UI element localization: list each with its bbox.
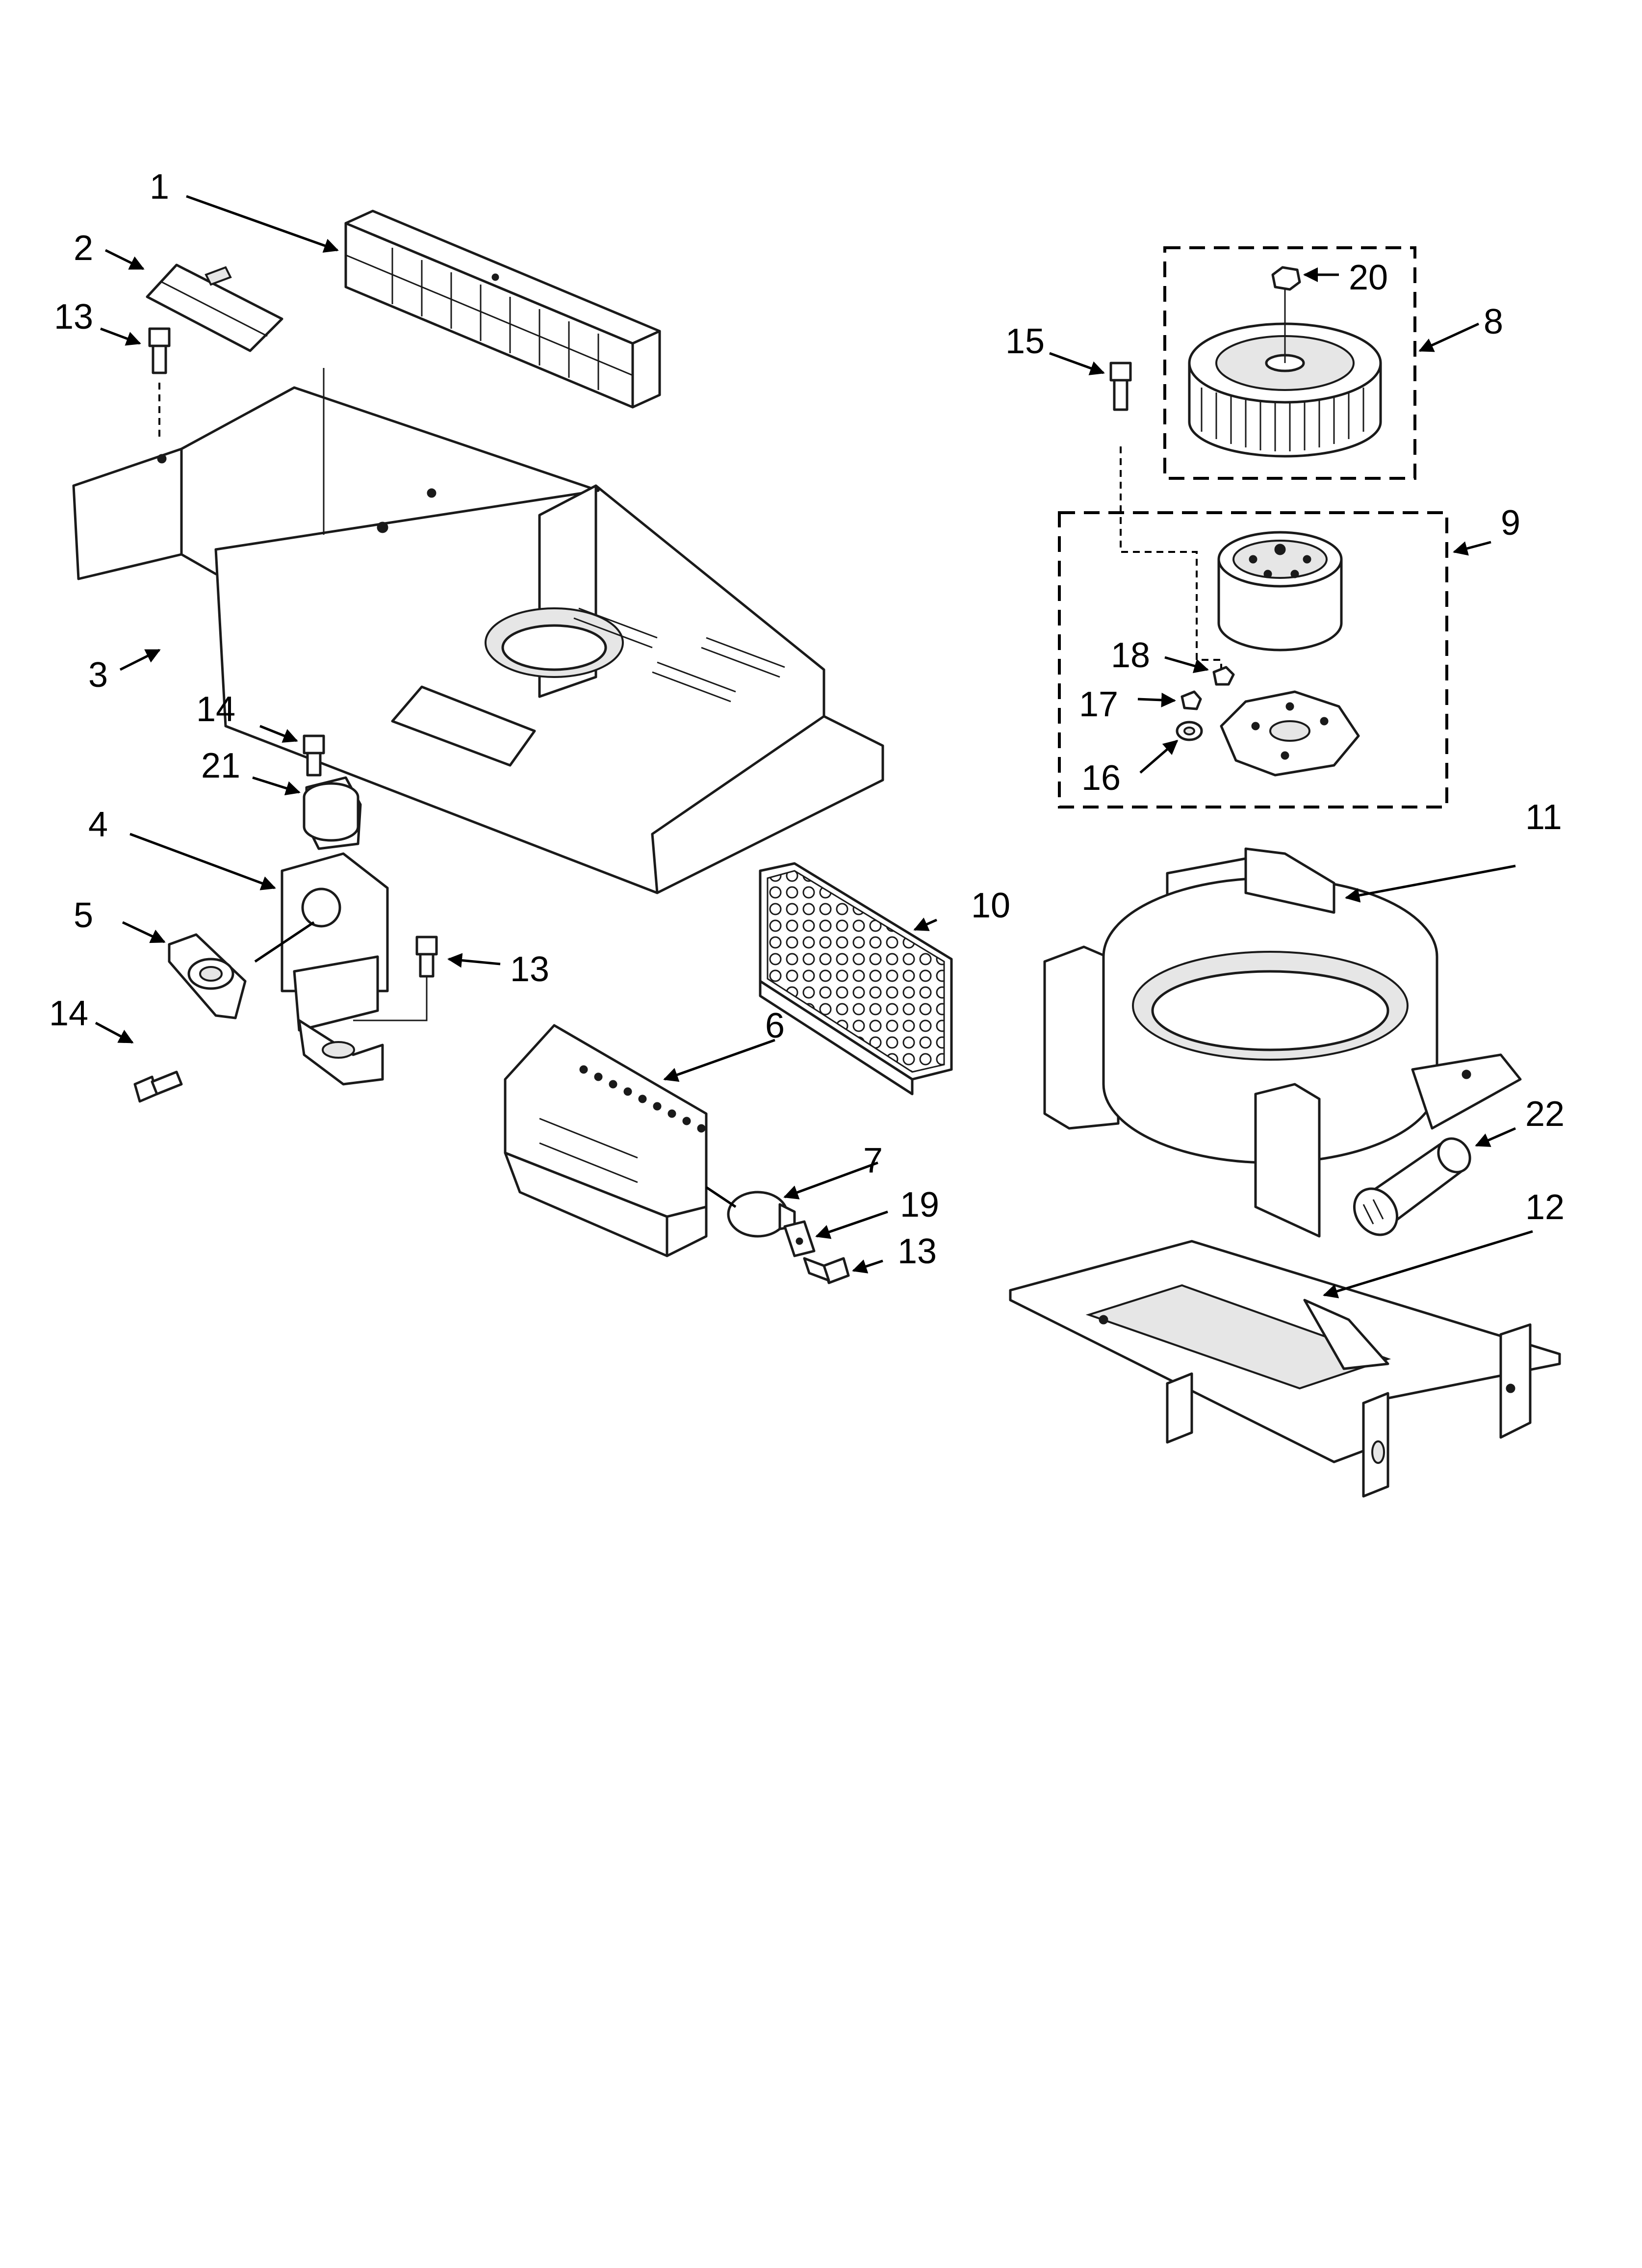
part-6-light-bracket — [504, 1024, 708, 1257]
callout-14-upper: 14 — [196, 690, 235, 729]
callout-7: 7 — [863, 1141, 883, 1180]
callout-19: 19 — [900, 1185, 939, 1225]
part-18-nut — [1212, 666, 1235, 686]
part-1-vent-louver — [344, 209, 661, 409]
part-14-screw-upper — [303, 734, 325, 777]
part-9-motor-assembly — [1058, 446, 1448, 808]
part-11-blower-housing — [1043, 847, 1522, 1238]
callout-22: 22 — [1525, 1095, 1565, 1134]
callout-12: 12 — [1525, 1188, 1565, 1227]
callout-1: 1 — [150, 167, 169, 207]
part-19-clip — [783, 1220, 816, 1257]
part-10-filter-grille — [759, 862, 953, 1095]
part-14-screw-lower — [133, 1070, 183, 1103]
part-16-washer — [1176, 721, 1203, 741]
callout-21: 21 — [201, 746, 240, 785]
callout-10: 10 — [971, 886, 1010, 925]
part-13-screw-middle — [353, 936, 438, 1021]
part-4-bracket — [281, 852, 389, 1086]
part-20-nut — [1271, 266, 1301, 291]
callout-15: 15 — [1005, 322, 1045, 361]
callout-labels: 1 2 13 3 14 21 4 5 13 14 6 7 19 13 10 20… — [49, 167, 1565, 1271]
callout-5: 5 — [74, 896, 93, 935]
callout-18: 18 — [1111, 636, 1150, 675]
part-5-thermostat — [168, 921, 315, 1019]
callout-2: 2 — [74, 229, 93, 268]
part-13-screw-top-left — [148, 327, 171, 442]
callout-3: 3 — [88, 655, 108, 695]
part-12-base-plate — [1009, 1240, 1561, 1498]
callout-6: 6 — [765, 1006, 785, 1045]
part-7-bulb — [705, 1186, 796, 1238]
leader-lines — [95, 195, 1533, 1299]
callout-16: 16 — [1081, 758, 1121, 798]
callout-4: 4 — [88, 805, 108, 844]
callout-20: 20 — [1349, 258, 1388, 297]
part-15-screw — [1109, 362, 1132, 411]
part-22-capacitor — [1353, 1137, 1471, 1236]
callout-13-top: 13 — [54, 297, 93, 337]
callout-9: 9 — [1501, 503, 1520, 543]
part-21-thermostat-disc — [303, 776, 362, 850]
callout-8: 8 — [1484, 302, 1503, 341]
callout-17: 17 — [1079, 685, 1118, 724]
part-2-deflector — [146, 263, 283, 352]
part-17-nut — [1180, 690, 1202, 710]
callout-13-middle: 13 — [510, 950, 549, 989]
callout-11: 11 — [1525, 798, 1562, 837]
callout-13-lower: 13 — [898, 1232, 937, 1271]
part-13-screw-lower — [803, 1257, 850, 1284]
part-8-blower-wheel — [1163, 246, 1416, 480]
callout-14-lower: 14 — [49, 994, 88, 1033]
part-3-duct-housing — [72, 368, 884, 894]
